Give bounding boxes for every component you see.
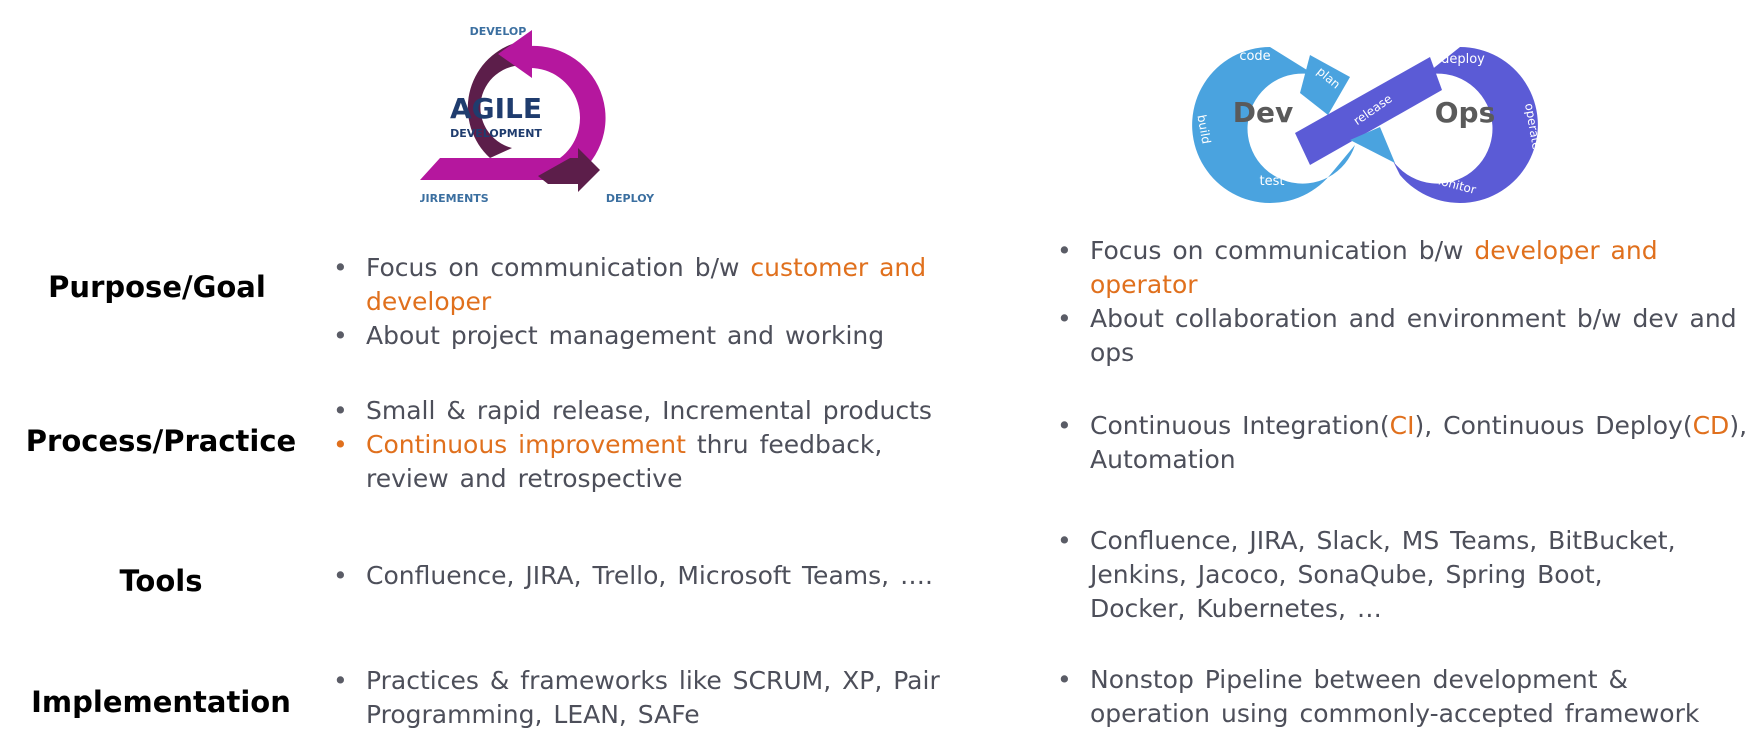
devops-logo: Dev Ops code plan build test release dep… xyxy=(1192,47,1544,203)
agile-develop-label: DEVELOP xyxy=(470,25,527,38)
devops-code: code xyxy=(1239,49,1270,64)
devops-left-loop xyxy=(1192,47,1355,203)
agile-requirements-label: REQUIREMENTS xyxy=(420,192,489,205)
devops-dev: Dev xyxy=(1233,96,1293,129)
agile-deploy-arrow xyxy=(538,148,600,192)
agile-top-arrowhead xyxy=(498,30,532,78)
row-label-implementation: Implementation xyxy=(31,685,291,719)
agile-implementation-cell: Practices & frameworks like SCRUM, XP, P… xyxy=(333,664,953,732)
list-item: Confluence, JIRA, Slack, MS Teams, BitBu… xyxy=(1057,524,1697,626)
agile-process-cell: Small & rapid release, Incremental produ… xyxy=(333,394,973,496)
agile-dark-arc xyxy=(467,43,530,158)
row-label-tools: Tools xyxy=(119,564,203,598)
agile-tools-cell: Confluence, JIRA, Trello, Microsoft Team… xyxy=(333,559,973,593)
devops-bottom-arrow xyxy=(1350,127,1395,163)
devops-purpose-cell: Focus on communication b/w developer and… xyxy=(1057,234,1753,370)
devops-plan-arrow xyxy=(1300,55,1350,115)
devops-ops: Ops xyxy=(1435,96,1496,129)
list-item: Small & rapid release, Incremental produ… xyxy=(333,394,973,428)
agile-purpose-cell: Focus on communication b/w customer and … xyxy=(333,251,933,353)
agile-magenta-arc xyxy=(420,45,606,181)
list-item: Continuous improvement thru feedback, re… xyxy=(333,428,973,496)
list-item: Focus on communication b/w customer and … xyxy=(333,251,933,319)
list-item: Focus on communication b/w developer and… xyxy=(1057,234,1753,302)
list-item: Continuous Integration(CI), Continuous D… xyxy=(1057,409,1753,477)
list-item: Practices & frameworks like SCRUM, XP, P… xyxy=(333,664,953,732)
row-label-purpose: Purpose/Goal xyxy=(48,270,266,304)
devops-deploy: deploy xyxy=(1441,52,1485,67)
row-label-process: Process/Practice xyxy=(25,424,297,458)
list-item: About project management and working xyxy=(333,319,933,353)
list-item: About collaboration and environment b/w … xyxy=(1057,302,1753,370)
list-item: Confluence, JIRA, Trello, Microsoft Team… xyxy=(333,559,973,593)
agile-subtitle: DEVELOPMENT xyxy=(450,127,542,140)
devops-right-loop xyxy=(1385,47,1538,203)
agile-title: AGILE xyxy=(450,92,542,125)
list-item: Nonstop Pipeline between development & o… xyxy=(1057,663,1737,731)
devops-release-band xyxy=(1295,57,1442,165)
devops-implementation-cell: Nonstop Pipeline between development & o… xyxy=(1057,663,1737,731)
agile-deploy-label: DEPLOY xyxy=(606,192,655,205)
devops-test: test xyxy=(1260,174,1285,189)
devops-build: build xyxy=(1194,114,1213,145)
devops-process-cell: Continuous Integration(CI), Continuous D… xyxy=(1057,409,1753,477)
devops-tools-cell: Confluence, JIRA, Slack, MS Teams, BitBu… xyxy=(1057,524,1697,626)
agile-development-logo: AGILE DEVELOPMENT DEVELOP REQUIREMENTS D… xyxy=(420,25,655,205)
